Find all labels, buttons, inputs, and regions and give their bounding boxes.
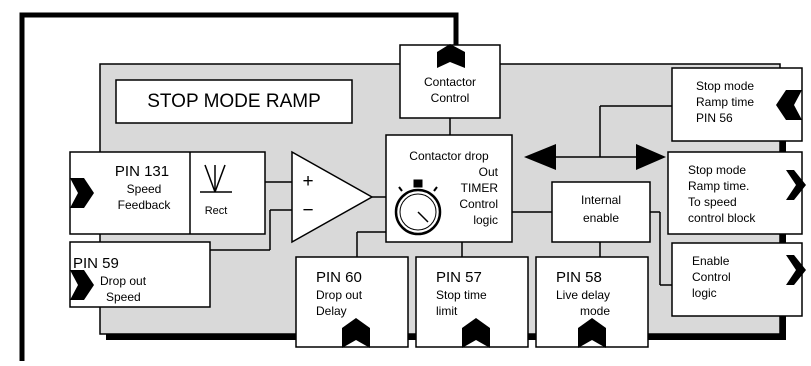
pin59-line1: Drop out xyxy=(100,274,147,288)
outer-border-line xyxy=(19,12,459,361)
comparator-minus: − xyxy=(302,200,314,221)
pin59-label: PIN 59 xyxy=(73,255,119,272)
contactor-control-line2: Control xyxy=(430,91,470,105)
pin57-line2: limit xyxy=(436,304,458,318)
connection-lines xyxy=(210,105,672,286)
port-arrow-icon xyxy=(786,170,806,200)
pin131-line2: Feedback xyxy=(117,198,171,212)
pin59-line2: Speed xyxy=(106,290,141,304)
ramp-out-line2: Ramp time. xyxy=(688,179,750,193)
comparator xyxy=(291,150,374,244)
pin56-box-line1: Stop mode xyxy=(696,79,755,93)
enable-control-logic-box xyxy=(671,242,803,317)
pin57-label: PIN 57 xyxy=(436,269,482,286)
stop-ramp-time-out-box xyxy=(667,151,803,235)
enable-control-line2: Control xyxy=(692,270,731,284)
timer-box xyxy=(385,134,513,243)
timer-line1: Contactor drop xyxy=(409,149,489,163)
double-arrow-icon xyxy=(524,144,666,170)
ramp-out-line4: control block xyxy=(688,211,756,225)
port-arrow-icon xyxy=(70,270,94,300)
pin60-line2: Delay xyxy=(316,304,347,318)
pin56-box-line2: Ramp time xyxy=(696,95,755,109)
stopwatch-icon xyxy=(394,179,442,236)
timer-line3: TIMER xyxy=(460,181,498,195)
pin58-line1: Live delay xyxy=(556,288,611,302)
timer-line4: Control xyxy=(459,197,498,211)
rectifier-icon xyxy=(200,164,232,193)
enable-control-line1: Enable xyxy=(692,254,730,268)
port-arrow-icon xyxy=(786,255,806,285)
internal-enable-line1: Internal xyxy=(580,193,622,207)
pin131-line1: Speed xyxy=(126,182,162,196)
pin131-box xyxy=(69,151,266,235)
timer-line2: Out xyxy=(478,165,498,179)
port-arrow-icon xyxy=(70,178,94,208)
timer-line5: logic xyxy=(473,213,498,227)
internal-enable-box xyxy=(551,181,651,243)
rect-label: Rect xyxy=(204,205,228,217)
pin57-line1: Stop time xyxy=(436,288,487,302)
pin131-label: PIN 131 xyxy=(114,163,170,180)
ramp-out-line1: Stop mode xyxy=(688,163,747,177)
pin58-line2: mode xyxy=(580,304,611,318)
diagram-title: STOP MODE RAMP xyxy=(147,91,321,112)
port-arrow-icon xyxy=(437,44,465,68)
pin58-label: PIN 58 xyxy=(556,269,602,286)
port-arrow-icon xyxy=(776,90,802,120)
pin60-line1: Drop out xyxy=(316,288,363,302)
pin56-box-line3: PIN 56 xyxy=(696,111,733,125)
title-box xyxy=(115,79,353,124)
port-arrow-icon xyxy=(462,318,490,348)
enable-control-line3: logic xyxy=(692,286,717,300)
contactor-control-line1: Contactor xyxy=(423,75,477,89)
pin59-box xyxy=(69,241,211,308)
port-arrow-icon xyxy=(342,318,370,348)
port-arrow-icon xyxy=(578,318,606,348)
pin60-label: PIN 60 xyxy=(316,269,362,286)
ramp-out-line3: To speed xyxy=(688,195,737,209)
internal-enable-line2: enable xyxy=(582,211,620,225)
comparator-plus: + xyxy=(302,171,314,192)
